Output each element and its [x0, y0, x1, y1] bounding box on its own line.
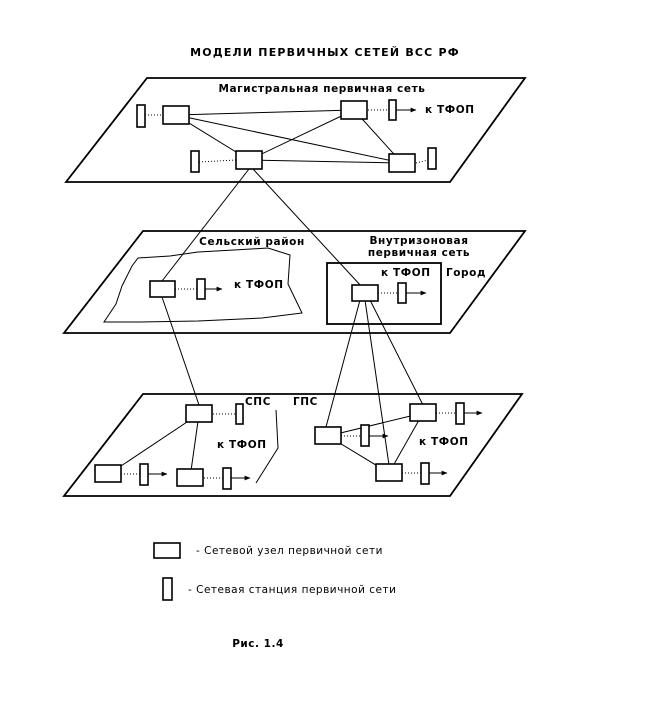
sps-gps-divider — [255, 409, 279, 484]
legend-station-text: - Сетевая станция первичной сети — [188, 584, 396, 596]
sps-label: СПС — [245, 396, 271, 408]
city-boundary — [326, 262, 442, 325]
sps-mesh — [108, 413, 200, 479]
station-marker — [455, 402, 465, 425]
intrazonal-plane — [62, 230, 527, 334]
station-marker — [139, 463, 149, 486]
station-marker — [397, 282, 407, 304]
legend-station-symbol — [162, 577, 173, 601]
station-marker — [420, 462, 430, 485]
station-marker — [235, 403, 244, 425]
station-marker — [427, 147, 437, 170]
station-marker — [196, 278, 206, 300]
to-pstn-label: к ТФОП — [217, 439, 267, 451]
station-marker — [190, 150, 200, 173]
intrazonal-label-line2: первичная сеть — [368, 247, 470, 259]
station-marker — [388, 99, 397, 121]
network-node — [94, 464, 122, 483]
network-node — [340, 100, 368, 120]
to-pstn-label: к ТФОП — [234, 279, 284, 291]
network-node — [162, 105, 190, 125]
network-node — [149, 280, 176, 298]
network-node — [375, 463, 403, 482]
network-node — [388, 153, 416, 173]
gps-label: ГПС — [293, 396, 318, 408]
figure-caption: Рис. 1.4 — [232, 638, 284, 650]
intrazonal-access-links — [175, 286, 427, 296]
network-node — [185, 404, 213, 423]
city-label: Город — [446, 267, 486, 279]
diagram-title: МОДЕЛИ ПЕРВИЧНЫХ СЕТЕЙ ВСС РФ — [190, 46, 460, 59]
to-pstn-label: к ТФОП — [425, 104, 475, 116]
to-pstn-label: к ТФОП — [381, 267, 431, 279]
intrazonal-label-line1: Внутризоновая — [369, 235, 468, 247]
network-node — [409, 403, 437, 422]
rural-district-boundary — [103, 247, 303, 323]
legend-node-text: - Сетевой узел первичной сети — [196, 545, 383, 557]
station-marker — [360, 424, 370, 447]
rural-district-label: Сельский район — [199, 236, 305, 248]
to-pstn-label: к ТФОП — [419, 436, 469, 448]
network-node — [351, 284, 379, 302]
local-access-links — [121, 410, 483, 481]
station-marker — [136, 104, 146, 128]
backbone-label: Магистральная первичная сеть — [218, 83, 425, 95]
network-node — [235, 150, 263, 170]
network-node — [314, 426, 342, 445]
backbone-access-links — [145, 107, 429, 164]
station-marker — [222, 467, 232, 490]
network-node — [176, 468, 204, 487]
legend-node-symbol — [153, 542, 181, 559]
